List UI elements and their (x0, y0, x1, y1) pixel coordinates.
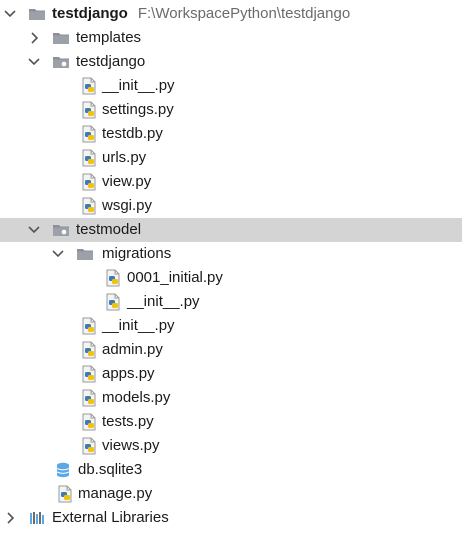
tree-row-label: testdjango F:\WorkspacePython\testdjango (52, 2, 350, 26)
chevron-down-icon[interactable] (50, 242, 66, 266)
folder-icon (52, 29, 70, 47)
python-file-icon (80, 101, 98, 119)
python-file-icon (80, 77, 98, 95)
chevron-right-icon[interactable] (2, 506, 18, 530)
tree-row-label: tests.py (102, 413, 154, 430)
tree-row-label: __init__.py (102, 77, 175, 94)
tree-row-label: admin.py (102, 341, 163, 358)
tree-row-file[interactable]: 0001_initial.py (0, 266, 462, 290)
tree-row-testdjango[interactable]: testdjango (0, 50, 462, 74)
tree-row-label: templates (76, 29, 142, 46)
python-file-icon (80, 125, 98, 143)
tree-row-testmodel[interactable]: testmodel (0, 218, 462, 242)
python-file-icon (104, 293, 122, 311)
tree-row-label: settings.py (102, 101, 174, 118)
python-file-icon (56, 485, 74, 503)
tree-row-label: urls.py (102, 149, 147, 166)
chevron-down-icon[interactable] (26, 218, 42, 242)
tree-row-file[interactable]: wsgi.py (0, 194, 462, 218)
tree-row-label: External Libraries (52, 509, 169, 526)
python-file-icon (80, 413, 98, 431)
project-path: F:\WorkspacePython\testdjango (137, 5, 351, 22)
chevron-down-icon[interactable] (2, 2, 18, 26)
tree-row-file[interactable]: view.py (0, 170, 462, 194)
tree-row-file[interactable]: apps.py (0, 362, 462, 386)
tree-row-label: 0001_initial.py (127, 269, 223, 286)
tree-row-label: manage.py (78, 485, 153, 502)
python-file-icon (80, 149, 98, 167)
folder-icon (76, 245, 94, 263)
tree-row-file[interactable]: urls.py (0, 146, 462, 170)
chevron-down-icon[interactable] (26, 50, 42, 74)
package-folder-icon (52, 221, 70, 239)
python-file-icon (80, 389, 98, 407)
package-folder-icon (52, 53, 70, 71)
tree-row-label: testmodel (76, 221, 142, 238)
tree-row-label: migrations (102, 245, 172, 262)
tree-row-file[interactable]: __init__.py (0, 314, 462, 338)
python-file-icon (80, 173, 98, 191)
tree-row-label: models.py (102, 389, 171, 406)
tree-row-label: apps.py (102, 365, 155, 382)
python-file-icon (80, 341, 98, 359)
python-file-icon (80, 317, 98, 335)
tree-row-label: db.sqlite3 (78, 461, 143, 478)
tree-row-templates[interactable]: templates (0, 26, 462, 50)
tree-row-label: testdjango (76, 53, 146, 70)
tree-row-file[interactable]: __init__.py (0, 290, 462, 314)
tree-row-label: __init__.py (127, 293, 200, 310)
tree-row-migrations[interactable]: migrations (0, 242, 462, 266)
tree-row-label: view.py (102, 173, 152, 190)
project-name: testdjango (52, 5, 128, 22)
libraries-icon (28, 509, 46, 527)
database-icon (54, 461, 72, 479)
python-file-icon (80, 437, 98, 455)
tree-row-file[interactable]: views.py (0, 434, 462, 458)
python-file-icon (80, 365, 98, 383)
tree-row-file[interactable]: tests.py (0, 410, 462, 434)
tree-row-file[interactable]: manage.py (0, 482, 462, 506)
tree-row-file[interactable]: admin.py (0, 338, 462, 362)
tree-row-label: __init__.py (102, 317, 175, 334)
folder-icon (28, 5, 46, 23)
tree-row-file[interactable]: __init__.py (0, 74, 462, 98)
python-file-icon (104, 269, 122, 287)
python-file-icon (80, 197, 98, 215)
tree-row-file[interactable]: settings.py (0, 98, 462, 122)
tree-row-file[interactable]: testdb.py (0, 122, 462, 146)
tree-row-label: testdb.py (102, 125, 163, 142)
tree-row-label: wsgi.py (102, 197, 153, 214)
tree-row-project-root[interactable]: testdjango F:\WorkspacePython\testdjango (0, 2, 462, 26)
tree-row-label: views.py (102, 437, 160, 454)
tree-row-db[interactable]: db.sqlite3 (0, 458, 462, 482)
tree-row-external-libraries[interactable]: External Libraries (0, 506, 462, 530)
chevron-right-icon[interactable] (26, 26, 42, 50)
tree-row-file[interactable]: models.py (0, 386, 462, 410)
